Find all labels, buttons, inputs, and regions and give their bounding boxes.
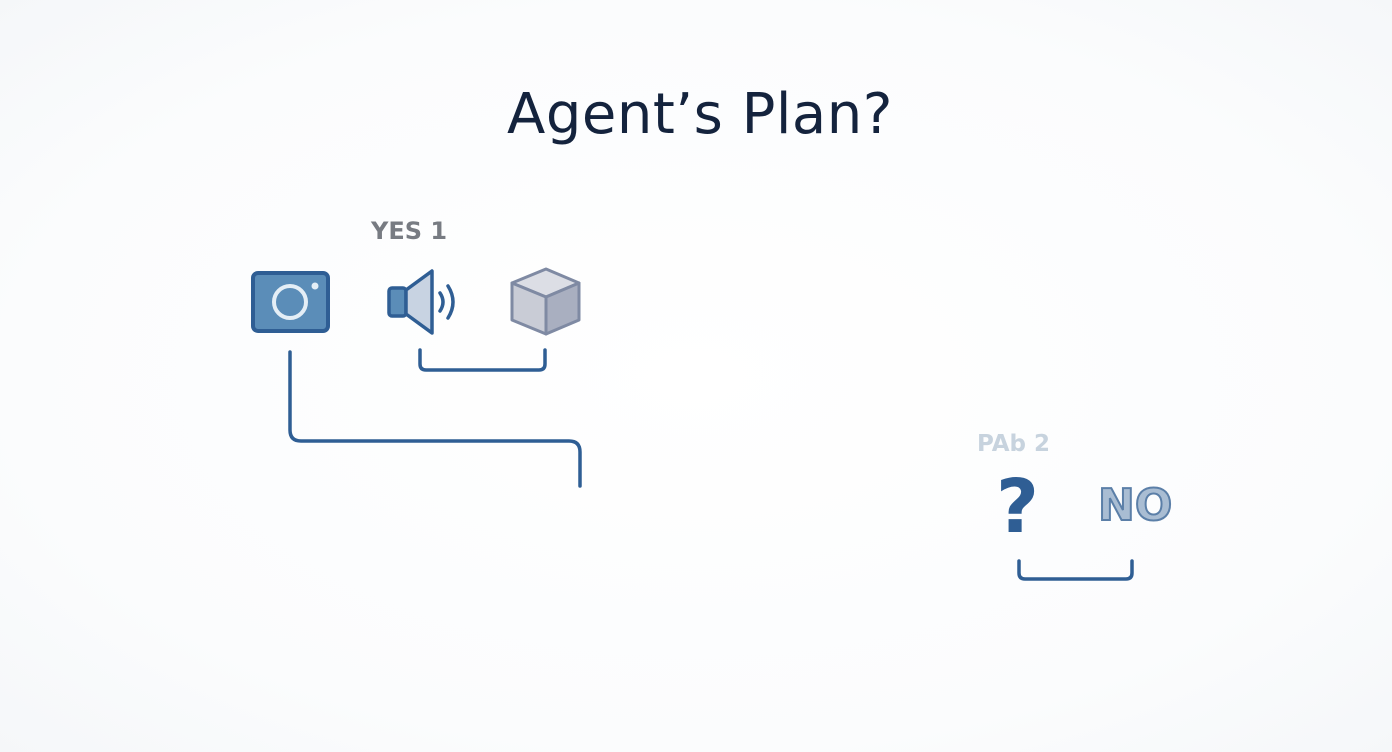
camera-icon <box>251 271 330 333</box>
speaker-icon <box>387 269 455 335</box>
bracket-connector-2 <box>1017 559 1134 581</box>
path-connector <box>288 350 582 488</box>
plan-1-label: YES 1 <box>371 217 448 245</box>
plan-2-label: PAb 2 <box>977 431 1051 457</box>
question-mark-icon: ? <box>996 464 1039 550</box>
no-answer-label: NO <box>1097 479 1173 532</box>
diagram-title: Agent’s Plan? <box>507 82 893 147</box>
bracket-connector <box>418 348 547 372</box>
cube-icon <box>510 267 581 336</box>
